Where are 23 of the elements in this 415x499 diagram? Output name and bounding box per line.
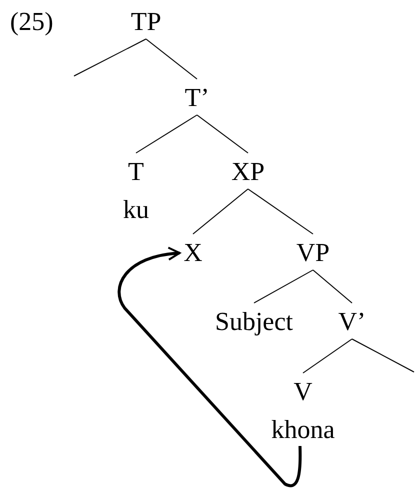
tree-node-label: Subject bbox=[215, 308, 293, 336]
tree-node-label: T bbox=[128, 158, 144, 186]
tree-node-label: T’ bbox=[184, 84, 210, 112]
tree-branch-line bbox=[302, 338, 352, 374]
tree-branch-line bbox=[74, 38, 146, 76]
tree-node-label: VP bbox=[296, 239, 330, 267]
tree-node-label: X bbox=[184, 239, 202, 267]
tree-node-label: V bbox=[294, 378, 312, 406]
movement-arrow bbox=[118, 247, 302, 488]
tree-branch-line bbox=[248, 188, 314, 234]
tree-branch-line bbox=[312, 270, 352, 304]
word-label: khona bbox=[271, 416, 335, 444]
example-number: (25) bbox=[10, 8, 54, 36]
tree-branch-line bbox=[136, 114, 198, 154]
tree-node-label: XP bbox=[231, 158, 265, 186]
tree-branch-line bbox=[254, 270, 314, 304]
tree-branch-line bbox=[196, 114, 248, 154]
tree-node-label: TP bbox=[130, 8, 162, 36]
tree-branch-line bbox=[352, 338, 414, 372]
word-label: ku bbox=[123, 196, 149, 224]
tree-branch-line bbox=[192, 188, 248, 234]
tree-branch-line bbox=[146, 38, 198, 80]
tree-node-label: V’ bbox=[338, 308, 366, 336]
